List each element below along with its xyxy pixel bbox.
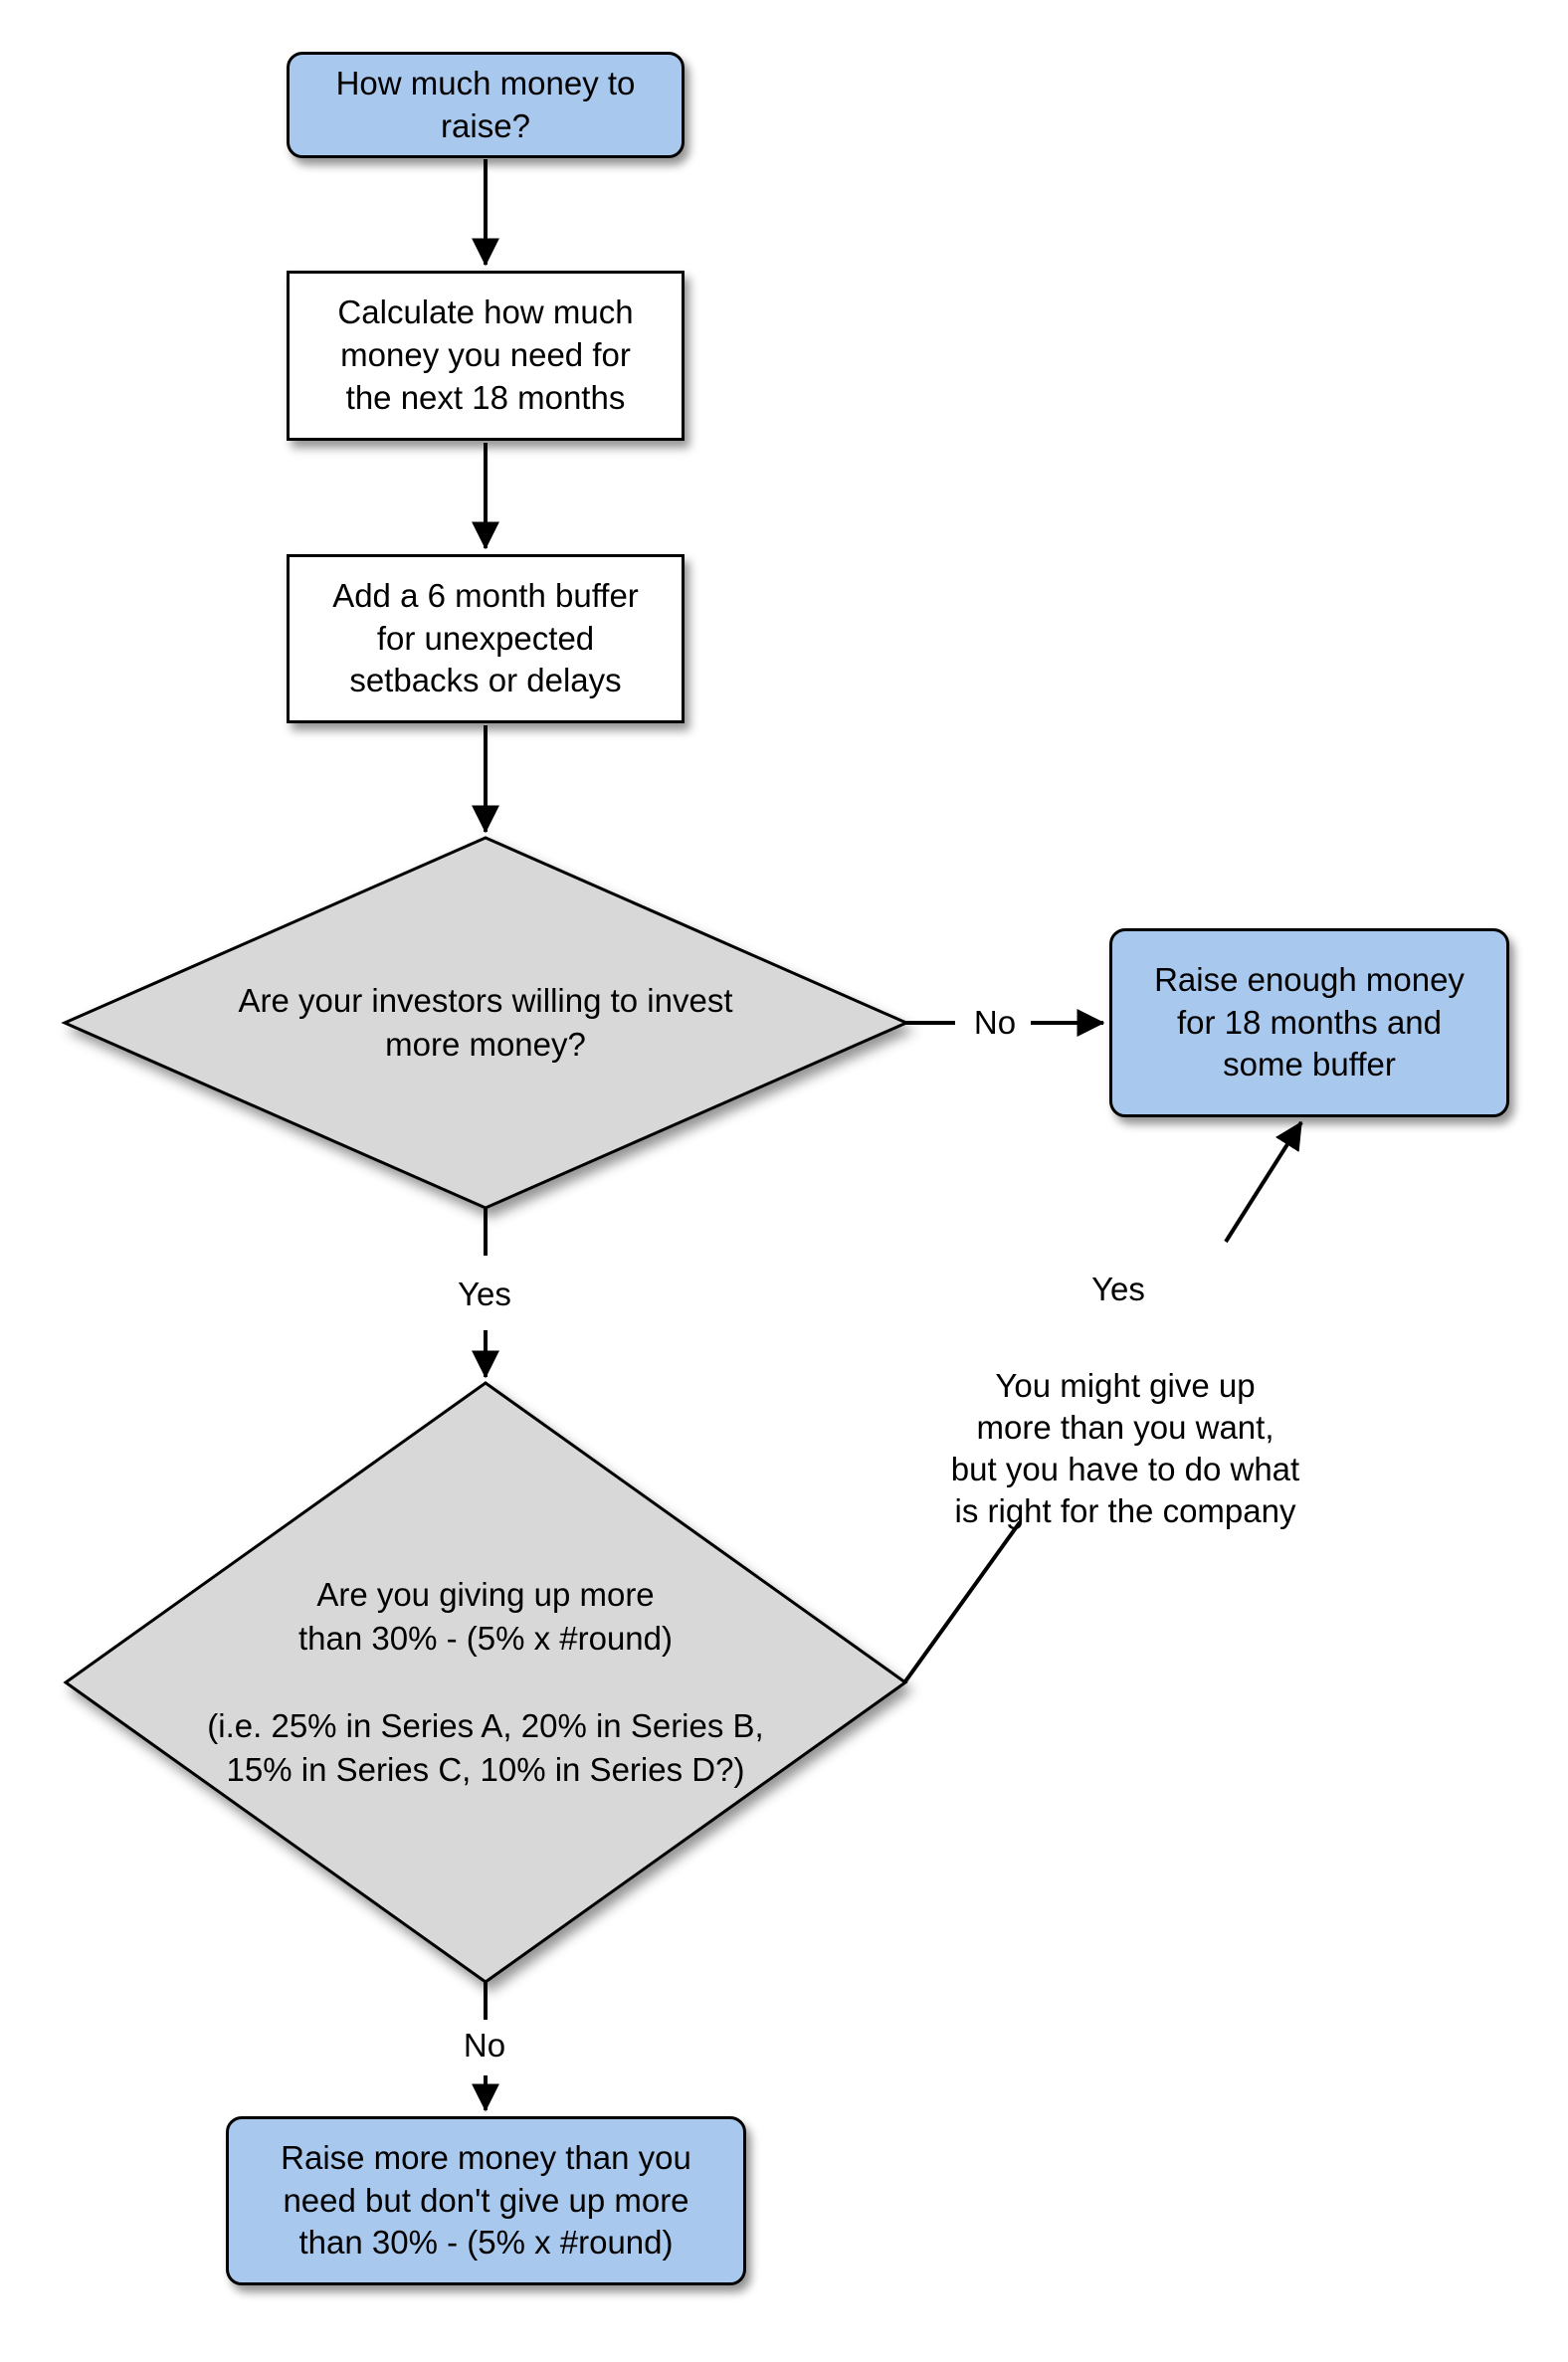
node-start: How much money to raise? bbox=[287, 52, 685, 158]
annotation-note: You might give up more than you want, bu… bbox=[950, 1367, 1300, 1529]
decision-diamond-investors-shape bbox=[61, 836, 910, 1210]
edge-label-dilution-no: No bbox=[463, 2027, 506, 2065]
edge-label-investors-yes: Yes bbox=[458, 1276, 511, 1313]
edge-dilution-yes-segment-a bbox=[903, 1520, 1022, 1683]
node-raise-more-money: Raise more money than you need but don't… bbox=[226, 2116, 746, 2285]
node-calculate-money: Calculate how much money you need for th… bbox=[287, 271, 685, 441]
decision-diamond-dilution-shape bbox=[63, 1381, 908, 1984]
node-raise-enough-money: Raise enough money for 18 months and som… bbox=[1109, 928, 1509, 1117]
edge-label-dilution-yes: Yes bbox=[1091, 1271, 1145, 1308]
edge-label-investors-no: No bbox=[973, 1004, 1017, 1042]
node-add-buffer: Add a 6 month buffer for unexpected setb… bbox=[287, 554, 685, 723]
edge-dilution-yes-segment-b bbox=[1224, 1120, 1303, 1244]
